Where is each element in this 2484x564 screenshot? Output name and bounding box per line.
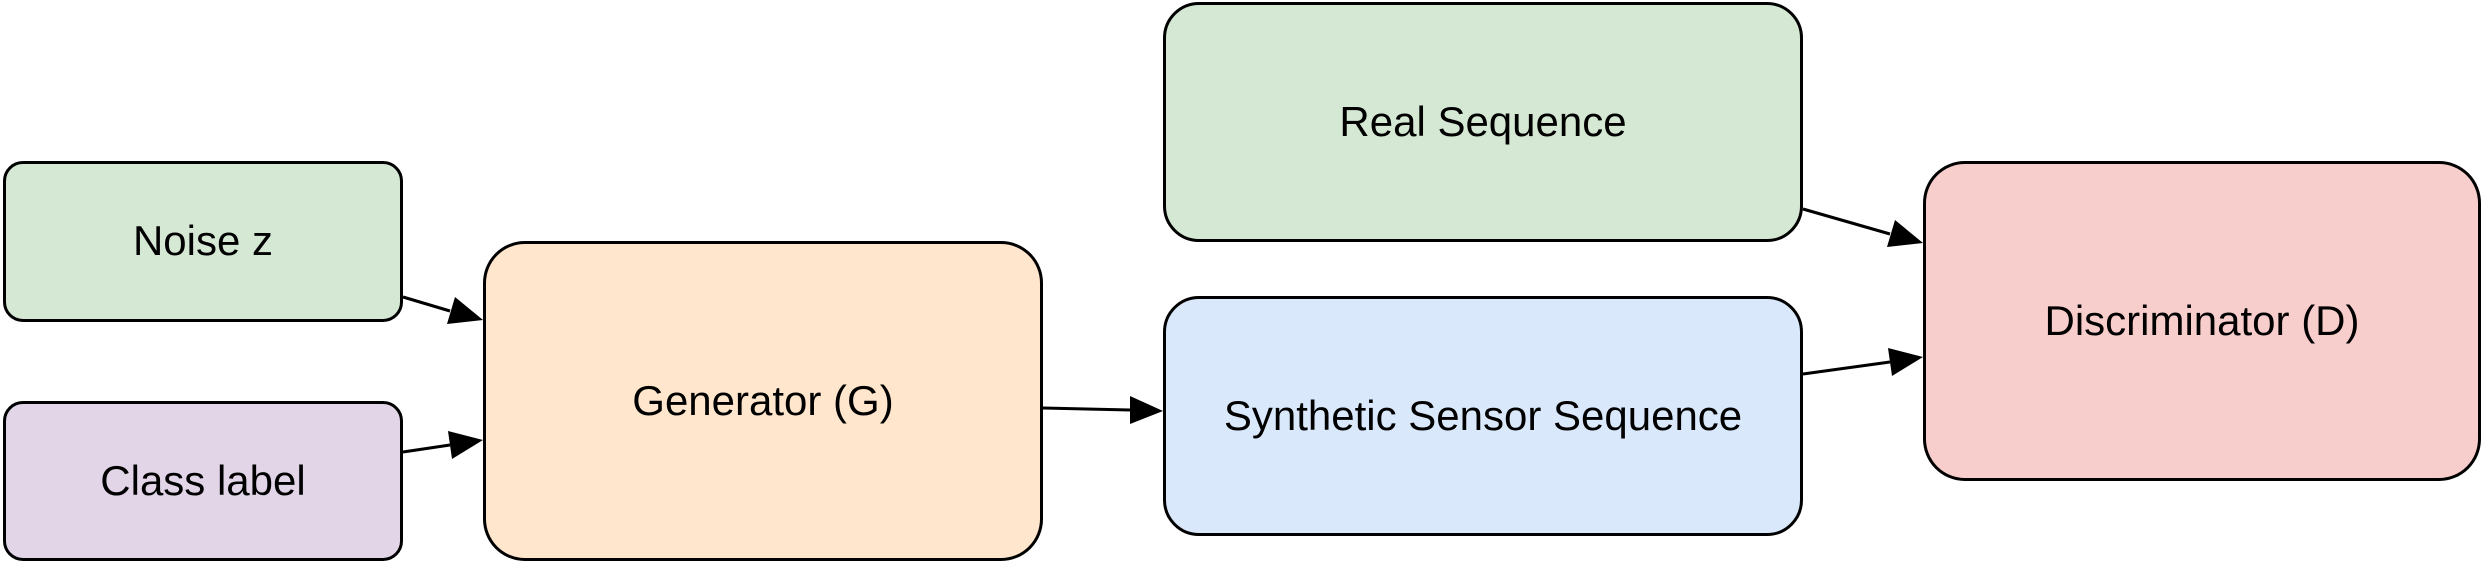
noise-z-label: Noise z xyxy=(132,217,274,265)
edge-synthetic-to-discriminator-arrowhead xyxy=(1888,348,1923,376)
discriminator-label: Discriminator (D) xyxy=(2044,296,2360,344)
edge-noise-to-generator-arrowhead xyxy=(447,297,483,324)
edge-synthetic-to-discriminator-line xyxy=(1802,360,1891,376)
generator-node: Generator (G) xyxy=(483,241,1043,561)
edge-real-to-discriminator xyxy=(1802,207,1923,247)
edge-class-label-to-generator-line xyxy=(402,443,451,454)
edge-synthetic-to-discriminator xyxy=(1802,348,1923,376)
synthetic-sensor-sequence-node: Synthetic Sensor Sequence xyxy=(1163,296,1803,536)
class-label-label: Class label xyxy=(100,456,306,504)
edge-generator-to-synthetic-line xyxy=(1042,406,1131,412)
real-sequence-label: Real Sequence xyxy=(1339,97,1627,145)
synthetic-sensor-sequence-label: Synthetic Sensor Sequence xyxy=(1223,391,1743,439)
edge-generator-to-synthetic xyxy=(1042,396,1163,424)
noise-z-node: Noise z xyxy=(3,161,403,322)
edge-generator-to-synthetic-arrowhead xyxy=(1130,396,1163,424)
edge-noise-to-generator xyxy=(402,295,483,324)
edge-class-label-to-generator xyxy=(402,431,483,459)
edge-real-to-discriminator-line xyxy=(1802,207,1891,236)
real-sequence-node: Real Sequence xyxy=(1163,2,1803,242)
class-label-node: Class label xyxy=(3,401,403,561)
edge-real-to-discriminator-arrowhead xyxy=(1887,220,1923,247)
edge-noise-to-generator-line xyxy=(402,295,451,313)
discriminator-node: Discriminator (D) xyxy=(1923,161,2481,481)
edge-class-label-to-generator-arrowhead xyxy=(448,431,483,459)
generator-label: Generator (G) xyxy=(632,376,894,424)
